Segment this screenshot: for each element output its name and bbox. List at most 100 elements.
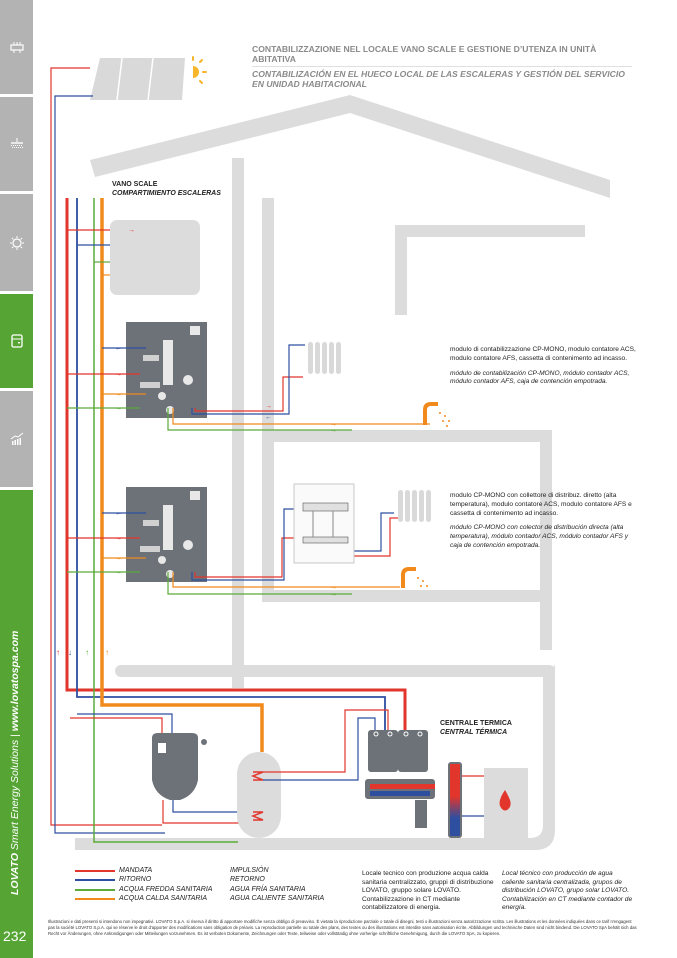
brand-strip — [0, 490, 33, 958]
manifold-box — [293, 483, 355, 564]
cp-mono-module-1 — [126, 322, 207, 418]
sidebar-tab-sanitary[interactable] — [0, 97, 33, 191]
riser-supply — [65, 198, 407, 730]
inner-wall-2 — [262, 318, 274, 438]
svg-text:→: → — [115, 569, 122, 576]
floor-lower — [262, 590, 552, 602]
heating-element-icon — [9, 42, 24, 53]
riser-hot-water — [100, 198, 264, 752]
inner-wall — [262, 198, 274, 318]
description-module-2: modulo CP-MONO con collettore di distrib… — [450, 492, 640, 557]
ground-floor — [115, 665, 555, 677]
boiler-room-label-it: CENTRALE TERMICA — [440, 720, 512, 727]
riser-return — [76, 198, 386, 730]
sidebar-tab-solar[interactable] — [0, 194, 33, 291]
legend-label-it: RITORNO — [119, 876, 152, 884]
radiator-1 — [308, 342, 341, 374]
riser-arrows: ↑ ↓ ↑ ↑ — [56, 648, 109, 657]
legend-label-es: AGUA CALIENTE SANITARIA — [230, 895, 325, 903]
solar-return-line — [54, 95, 165, 834]
sidebar-tab-metering[interactable] — [0, 294, 33, 388]
boiler-room-label: CENTRALE TERMICA CENTRAL TÉRMICA — [440, 719, 512, 737]
legal-disclaimer: Illustrazioni e dati presenti si intendo… — [48, 919, 637, 936]
sun-graphic — [192, 56, 207, 84]
radiator-2 — [398, 490, 431, 522]
footer-note-es: Local técnico con producción de agua cal… — [502, 870, 633, 912]
flow-arrows: → ← → → → → ← → → ← → → → → → — [115, 227, 337, 598]
shower-icon — [10, 138, 23, 148]
svg-text:→: → — [115, 405, 122, 412]
shower-head-1 — [423, 402, 450, 427]
solar-supply-line — [50, 67, 162, 826]
riser-cold-water — [93, 198, 238, 843]
boiler-units — [365, 730, 435, 828]
svg-text:→: → — [330, 591, 337, 598]
stairwell-label: VANO SCALE COMPARTIMIENTO ESCALERAS — [112, 180, 221, 198]
svg-text:←: ← — [115, 510, 122, 517]
floor-middle — [262, 430, 552, 442]
wall-upper-1 — [395, 225, 407, 315]
module-1-pipes — [67, 344, 430, 431]
chart-growth-icon — [10, 432, 23, 445]
svg-text:←: ← — [115, 345, 122, 352]
inner-wall-3 — [262, 442, 274, 602]
expansion-tank — [70, 713, 258, 824]
header-return — [370, 791, 430, 796]
legend-label-es: IMPULSIÓN — [230, 867, 269, 874]
description-module-1: modulo di contabilizzazione CP-MONO, mod… — [450, 346, 640, 393]
legend-label-it: ACQUA FREDDA SANITARIA — [119, 885, 213, 893]
legend-swatch-supply — [75, 870, 115, 872]
shower-head-2 — [401, 567, 428, 588]
svg-text:←: ← — [265, 414, 272, 421]
legend-swatch-cold-water — [75, 888, 115, 891]
svg-text:→: → — [115, 535, 122, 542]
building-outline — [75, 95, 610, 850]
svg-text:→: → — [128, 227, 135, 234]
svg-text:→: → — [330, 584, 337, 591]
legend-label-es: RETORNO — [230, 876, 265, 884]
arrow-up-hot: ↑ — [105, 648, 109, 657]
meter-module-icon — [10, 334, 23, 348]
svg-text:→: → — [115, 391, 122, 398]
footer-note-it: Locale tecnico con produzione acqua cald… — [362, 870, 494, 912]
arrow-down-return: ↓ — [68, 648, 72, 657]
legend-swatch-hot-water — [75, 898, 115, 901]
legend-label-it: ACQUA CALDA SANITARIA — [119, 895, 208, 903]
solar-panel — [90, 57, 185, 101]
basement-wall — [75, 665, 555, 850]
cp-mono-module-2 — [126, 487, 207, 582]
stair-wall-left — [232, 158, 244, 688]
description-2-it: modulo CP-MONO con collettore di distrib… — [450, 492, 632, 517]
svg-text:→: → — [330, 421, 337, 428]
svg-text:→: → — [330, 427, 337, 434]
legend-label-es: AGUA FRÍA SANITARIA — [230, 885, 306, 893]
legend-swatch-return — [75, 879, 115, 882]
page-title-italian: CONTABILIZZAZIONE NEL LOCALE VANO SCALE … — [252, 44, 632, 67]
sun-icon — [9, 235, 24, 250]
header-supply — [370, 784, 435, 789]
separator — [448, 762, 484, 838]
flame-icon — [499, 790, 511, 811]
description-2-es: módulo CP-MONO con colector de distribuc… — [450, 524, 628, 549]
description-1-es: módulo de contabilización CP-MONO, módul… — [450, 369, 630, 386]
sidebar: LOVATO Smart Energy Solutions | www.lova… — [0, 0, 33, 958]
svg-text:→: → — [115, 555, 122, 562]
stairwell-branches — [67, 229, 110, 276]
stairwell-label-it: VANO SCALE — [112, 181, 158, 188]
page-title-spanish: CONTABILIZACIÓN EN EL HUECO LOCAL DE LAS… — [252, 69, 625, 89]
boiler-room-label-es: CENTRAL TÉRMICA — [440, 729, 508, 736]
generator — [484, 768, 528, 843]
floor-upper-1 — [395, 225, 585, 237]
stairwell-box — [110, 220, 200, 295]
legend-label-it: MANDATA — [119, 867, 153, 874]
roof — [90, 95, 610, 198]
description-1-it: modulo di contabilizzazione CP-MONO, mod… — [450, 346, 636, 362]
svg-text:→: → — [265, 403, 272, 410]
sidebar-tab-energy[interactable] — [0, 391, 33, 487]
svg-text:→: → — [115, 371, 122, 378]
sidebar-tab-heating[interactable] — [0, 0, 33, 94]
storage-tank — [237, 709, 389, 838]
page-number: 232 — [3, 928, 27, 944]
arrow-up-supply: ↑ — [56, 648, 60, 657]
